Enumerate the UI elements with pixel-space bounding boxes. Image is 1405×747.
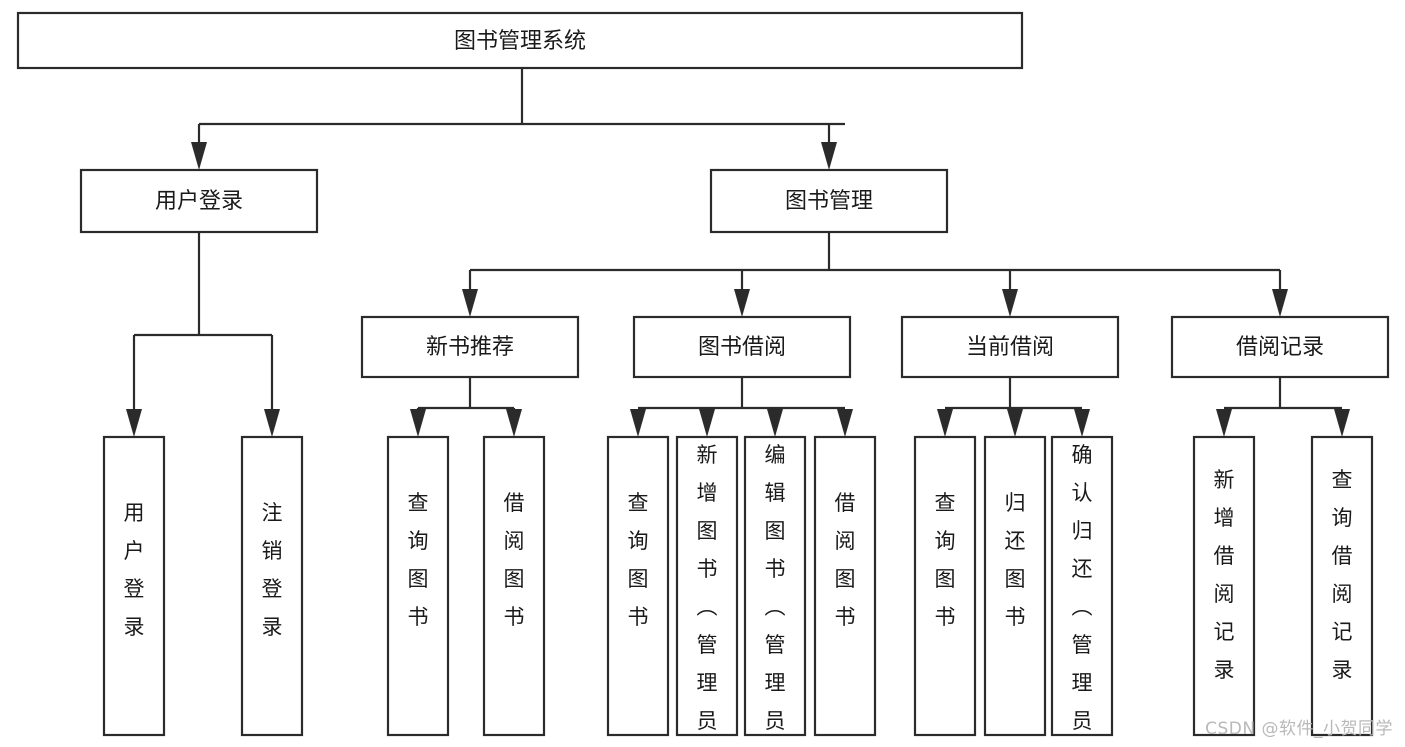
arrow-head-leaf-8 xyxy=(837,409,853,437)
node-book-management-label: 图书管理 xyxy=(785,189,873,214)
arrow-head-current-borrow xyxy=(1002,289,1018,317)
node-leaf-query-book-1[interactable]: 查询图书 xyxy=(386,435,450,737)
node-root-label: 图书管理系统 xyxy=(454,29,586,54)
node-leaf-add-book-admin-box[interactable] xyxy=(675,435,739,737)
node-leaf-add-book-admin[interactable]: 新增图书︵管理员︶ xyxy=(675,435,739,747)
node-leaf-query-book-3[interactable]: 查询图书 xyxy=(913,435,977,737)
node-leaf-query-book-3-label: 查询图书 xyxy=(935,491,956,629)
node-leaf-borrow-book-1-box[interactable] xyxy=(482,435,546,737)
node-current-borrow-label: 当前借阅 xyxy=(966,335,1054,360)
node-leaf-borrow-book-1-label: 借阅图书 xyxy=(504,491,525,629)
node-leaf-add-borrow-record-label: 新增借阅记录 xyxy=(1214,468,1235,682)
node-leaf-return-book[interactable]: 归还图书 xyxy=(983,435,1047,737)
node-leaf-confirm-return-admin-label: 确认归还︵管理员︶ xyxy=(1072,443,1093,747)
node-user-login-label: 用户登录 xyxy=(155,189,243,214)
node-leaf-borrow-book-2-box[interactable] xyxy=(813,435,877,737)
node-root[interactable]: 图书管理系统 xyxy=(16,11,1024,70)
node-current-borrow[interactable]: 当前借阅 xyxy=(900,315,1120,379)
node-borrow-record[interactable]: 借阅记录 xyxy=(1170,315,1390,379)
arrow-head-borrow-book xyxy=(734,289,750,317)
node-leaf-edit-book-admin-label: 编辑图书︵管理员︶ xyxy=(765,443,786,747)
arrow-head-leaf-3 xyxy=(410,409,426,437)
node-leaf-add-borrow-record[interactable]: 新增借阅记录 xyxy=(1192,435,1256,737)
node-leaf-logout[interactable]: 注销登录 xyxy=(240,435,304,737)
node-leaf-edit-book-admin-box[interactable] xyxy=(743,435,807,737)
arrow-head-leaf-9 xyxy=(937,409,953,437)
node-leaf-user-login[interactable]: 用户登录 xyxy=(102,435,166,737)
node-user-login[interactable]: 用户登录 xyxy=(79,168,319,234)
arrow-head-book-mgmt xyxy=(821,142,837,170)
arrow-head-leaf-2 xyxy=(264,409,280,437)
node-leaf-query-book-2-label: 查询图书 xyxy=(628,491,649,629)
node-leaf-query-borrow-record-box[interactable] xyxy=(1310,435,1374,737)
node-leaf-query-book-1-box[interactable] xyxy=(386,435,450,737)
arrow-head-leaf-5 xyxy=(630,409,646,437)
node-leaf-return-book-label: 归还图书 xyxy=(1005,491,1026,629)
arrow-head-leaf-11 xyxy=(1074,409,1090,437)
node-new-book-recommend-box[interactable] xyxy=(360,315,580,379)
node-leaf-add-book-admin-label: 新增图书︵管理员︶ xyxy=(697,443,718,747)
node-leaf-confirm-return-admin-box[interactable] xyxy=(1050,435,1114,737)
arrow-head-leaf-4 xyxy=(506,409,522,437)
node-leaf-query-book-2-box[interactable] xyxy=(606,435,670,737)
node-leaf-query-borrow-record-label: 查询借阅记录 xyxy=(1332,468,1353,682)
node-current-borrow-box[interactable] xyxy=(900,315,1120,379)
node-leaf-user-login-label: 用户登录 xyxy=(124,501,145,639)
node-borrow-record-label: 借阅记录 xyxy=(1236,335,1324,360)
node-borrow-record-box[interactable] xyxy=(1170,315,1390,379)
arrow-head-leaf-10 xyxy=(1007,409,1023,437)
node-book-borrow-box[interactable] xyxy=(632,315,852,379)
arrow-head-new-book xyxy=(462,289,478,317)
arrow-head-leaf-1 xyxy=(126,409,142,437)
node-leaf-query-book-2[interactable]: 查询图书 xyxy=(606,435,670,737)
node-leaf-query-book-3-box[interactable] xyxy=(913,435,977,737)
node-new-book-recommend-label: 新书推荐 xyxy=(426,335,514,360)
node-leaf-query-book-1-label: 查询图书 xyxy=(408,491,429,629)
node-book-borrow-label: 图书借阅 xyxy=(698,335,786,360)
arrow-head-user-login xyxy=(191,142,207,170)
node-book-management[interactable]: 图书管理 xyxy=(709,168,949,234)
node-root-box[interactable] xyxy=(16,11,1024,70)
arrow-head-leaf-12 xyxy=(1216,409,1232,437)
node-user-login-box[interactable] xyxy=(79,168,319,234)
node-leaf-return-book-box[interactable] xyxy=(983,435,1047,737)
node-book-borrow[interactable]: 图书借阅 xyxy=(632,315,852,379)
node-leaf-borrow-book-2-label: 借阅图书 xyxy=(835,491,856,629)
arrow-head-leaf-6 xyxy=(699,409,715,437)
node-leaf-user-login-box[interactable] xyxy=(102,435,166,737)
connector-layer xyxy=(126,68,1350,437)
arrow-head-borrow-record xyxy=(1272,289,1288,317)
node-leaf-logout-label: 注销登录 xyxy=(262,501,283,639)
node-leaf-query-borrow-record[interactable]: 查询借阅记录 xyxy=(1310,435,1374,737)
node-leaf-add-borrow-record-box[interactable] xyxy=(1192,435,1256,737)
node-new-book-recommend[interactable]: 新书推荐 xyxy=(360,315,580,379)
node-book-management-box[interactable] xyxy=(709,168,949,234)
node-leaf-confirm-return-admin[interactable]: 确认归还︵管理员︶ xyxy=(1050,435,1114,747)
node-leaf-borrow-book-2[interactable]: 借阅图书 xyxy=(813,435,877,737)
node-leaf-edit-book-admin[interactable]: 编辑图书︵管理员︶ xyxy=(743,435,807,747)
node-leaf-logout-box[interactable] xyxy=(240,435,304,737)
node-leaf-borrow-book-1[interactable]: 借阅图书 xyxy=(482,435,546,737)
arrow-head-leaf-7 xyxy=(767,409,783,437)
arrow-head-leaf-13 xyxy=(1334,409,1350,437)
